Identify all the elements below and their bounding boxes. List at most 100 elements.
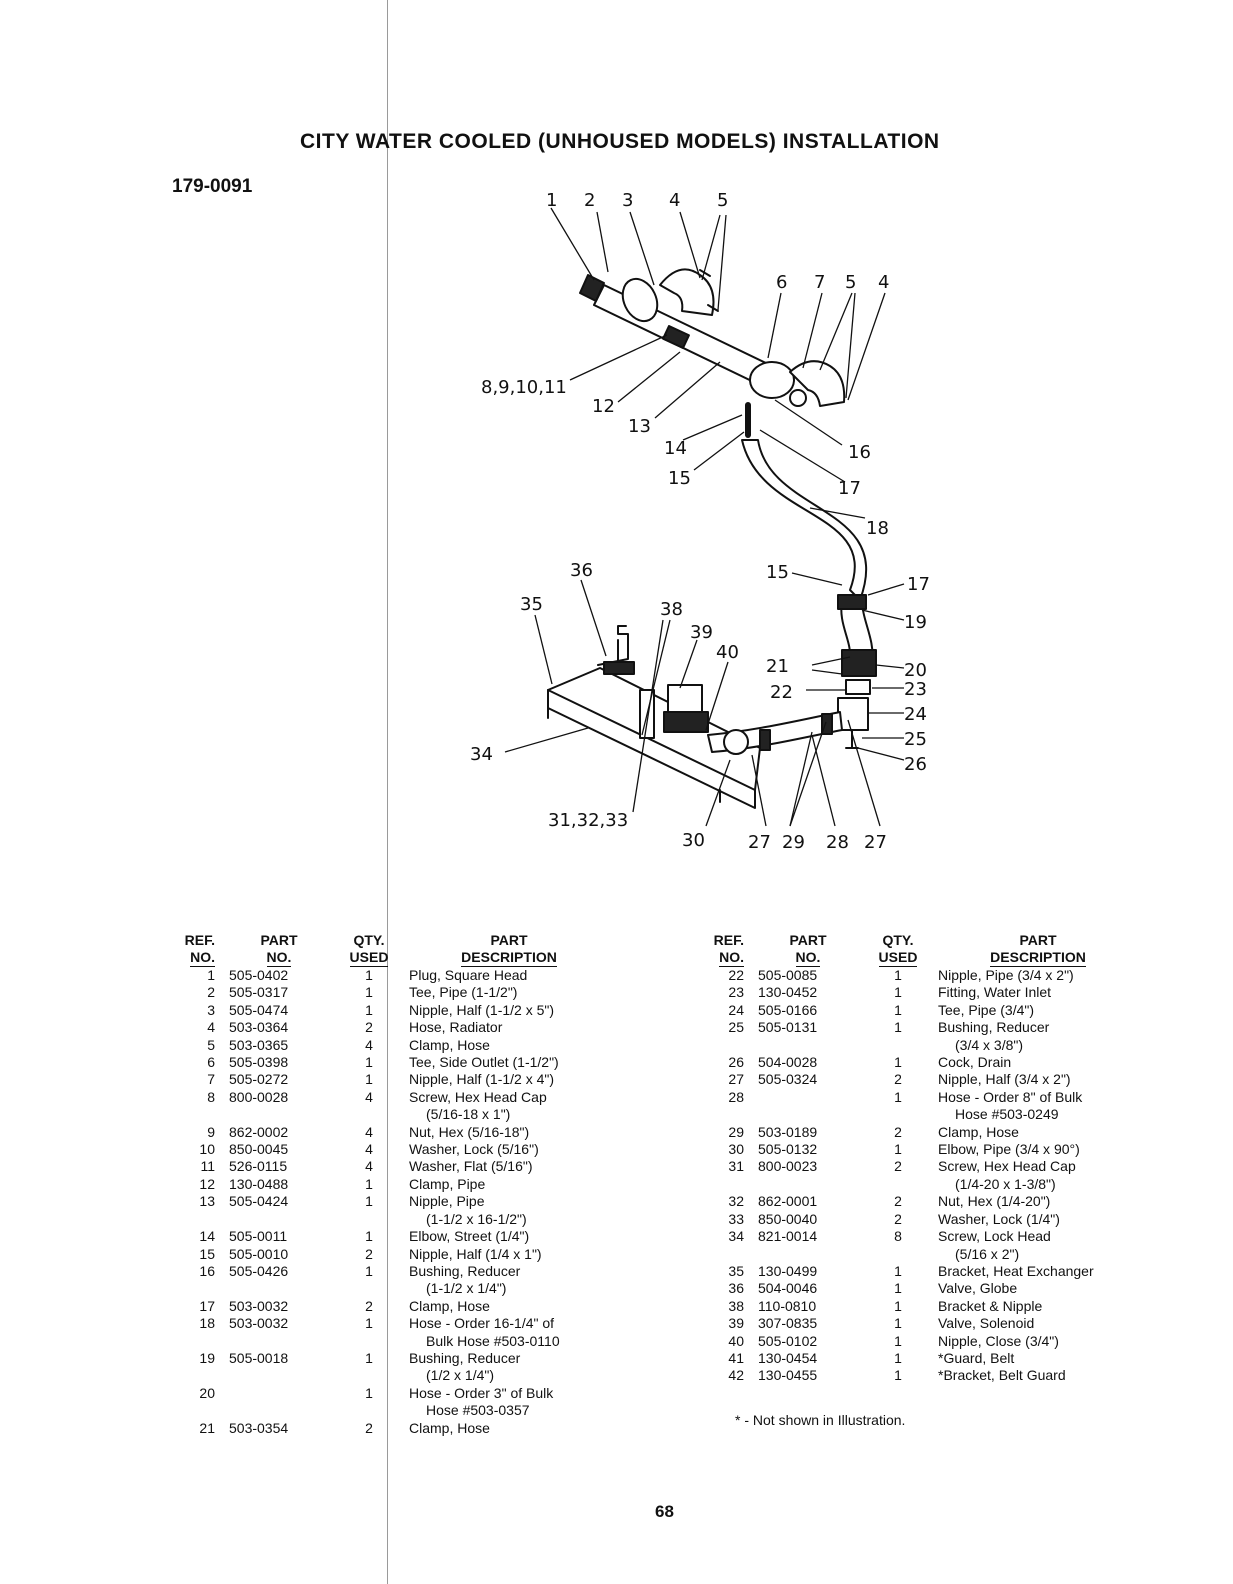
qty-cell: 1 [894,1262,902,1279]
callout-28: 28 [826,832,849,853]
description-text: Nipple, Pipe [409,1193,485,1210]
description-continuation: (5/16-18 x 1") [426,1106,511,1123]
ref-cell: 32 [728,1193,744,1210]
ref-cell: 36 [728,1280,744,1297]
part-no-cell: 800-0023 [758,1158,818,1175]
qty-cell: 4 [365,1088,373,1105]
qty-cell: 4 [365,1141,373,1158]
description-text: Nipple, Half (3/4 x 2") [938,1071,1071,1088]
part-no-cell: 505-0272 [229,1071,289,1088]
part-no-cell: 505-0317 [229,984,289,1001]
part-no-cell: 504-0046 [758,1280,818,1297]
description-text: Nut, Hex (5/16-18") [409,1123,530,1140]
ref-cell: 24 [728,1001,744,1018]
description-cell: *Guard, Belt [938,1350,1138,1367]
description-cell: Nut, Hex (1/4-20") [938,1193,1138,1210]
description-text: *Guard, Belt [938,1349,1015,1366]
qty-cell: 2 [365,1297,373,1314]
description-text: Nipple, Close (3/4") [938,1332,1059,1349]
ref-cell: 14 [199,1228,215,1245]
upper-hose-shape [659,268,715,316]
description-cell: Nipple, Close (3/4") [938,1333,1138,1350]
ref-cell: 10 [199,1141,215,1158]
qty-cell: 2 [365,1245,373,1262]
description-text: Plug, Square Head [409,967,528,983]
qty-cell: 1 [894,1349,902,1366]
ref-cell: 12 [199,1175,215,1192]
description-cell: Nipple, Pipe(1-1/2 x 16-1/2") [409,1193,609,1228]
qty-cell: 1 [894,1332,902,1349]
part-no-cell: 130-0488 [229,1175,289,1192]
description-cell: Clamp, Hose [409,1298,609,1315]
description-cell: Clamp, Hose [409,1420,609,1437]
description-cell: Clamp, Hose [409,1037,609,1054]
callout-14: 14 [664,438,687,459]
callout-30: 30 [682,830,705,851]
page-number: 68 [655,1502,674,1521]
ref-cell: 22 [728,967,744,983]
callout-8-11: 8,9,10,11 [481,377,567,398]
qty-cell: 1 [894,1019,902,1036]
ref-cell: 11 [200,1158,215,1175]
part-no-cell: 505-0085 [758,967,818,983]
description-text: Nipple, Half (1/4 x 1") [409,1245,542,1262]
qty-cell: 1 [365,1262,373,1279]
callout-15b: 15 [766,562,789,583]
ref-cell: 7 [207,1071,215,1088]
part-no-cell: 505-0424 [229,1193,289,1210]
description-cell: Elbow, Pipe (3/4 x 90°) [938,1141,1138,1158]
qty-cell: 1 [894,984,902,1001]
description-cell: Tee, Pipe (3/4") [938,1002,1138,1019]
qty-cell: 4 [365,1123,373,1140]
callout-23: 23 [904,679,927,700]
qty-cell: 8 [894,1228,902,1245]
qty-cell: 1 [365,1193,373,1210]
ref-cell: 26 [728,1054,744,1071]
callout-6: 6 [776,272,787,293]
installation-diagram: 1 2 3 4 5 6 7 5 4 8,9,10,11 12 13 14 15 … [470,190,930,853]
description-cell: Nipple, Half (1/4 x 1") [409,1246,609,1263]
description-cell: Screw, Lock Head(5/16 x 2") [938,1228,1138,1263]
qty-cell: 1 [365,984,373,1001]
pipe-tee-shape [837,697,869,731]
part-no-cell: 821-0014 [758,1228,818,1245]
model-number: 179-0091 [172,176,253,197]
right-hose-shape [789,360,846,407]
description-continuation: (1-1/2 x 16-1/2") [426,1210,527,1227]
header-ref: REF.NO. [184,932,215,967]
description-cell: Valve, Globe [938,1280,1138,1297]
qty-cell: 1 [365,1315,373,1332]
ref-cell: 41 [728,1349,744,1366]
description-cell: Bushing, Reducer(1-1/2 x 1/4") [409,1263,609,1298]
description-cell: Bracket, Heat Exchanger [938,1263,1138,1280]
qty-cell: 1 [365,1384,373,1401]
description-cell: Bushing, Reducer(3/4 x 3/8") [938,1019,1138,1054]
ref-cell: 28 [728,1088,744,1105]
part-no-cell: 505-0010 [229,1245,289,1262]
ref-cell: 23 [728,984,744,1001]
header-qty: QTY.USED [349,932,389,967]
ref-cell: 15 [199,1245,215,1262]
ref-cell: 33 [728,1210,744,1227]
part-no-cell: 505-0474 [229,1001,289,1018]
part-no-cell: 130-0452 [758,984,818,1001]
qty-cell: 1 [894,1297,902,1314]
ref-cell: 18 [199,1315,215,1332]
description-cell: Nipple, Half (1-1/2 x 4") [409,1071,609,1088]
description-text: Tee, Side Outlet (1-1/2") [409,1054,559,1071]
description-cell: Nipple, Pipe (3/4 x 2") [938,967,1138,984]
callout-26: 26 [904,754,927,775]
description-continuation: (1/4-20 x 1-3/8") [955,1175,1056,1192]
callout-27b: 27 [864,832,887,853]
